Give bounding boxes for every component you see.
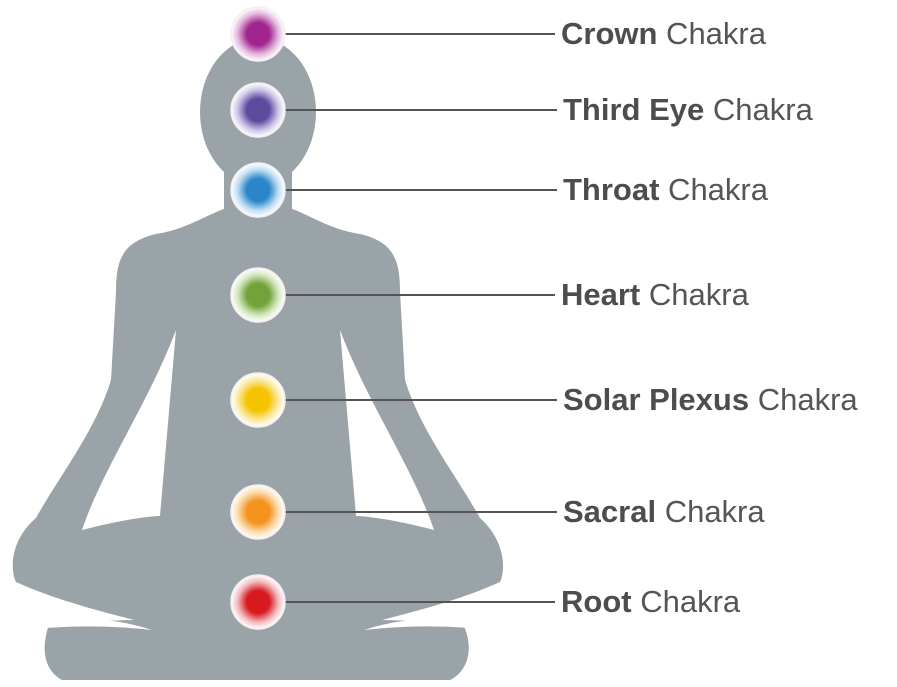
chakra-label-solar-plexus: Solar Plexus Chakra bbox=[563, 382, 858, 418]
chakra-markers bbox=[230, 6, 557, 630]
chakra-name: Throat bbox=[563, 172, 660, 207]
chakra-suffix: Chakra bbox=[659, 172, 768, 207]
chakra-name: Third Eye bbox=[563, 92, 705, 127]
chakra-dot-crown bbox=[230, 6, 286, 62]
chakra-suffix: Chakra bbox=[656, 494, 765, 529]
left-foot-gap bbox=[46, 618, 152, 630]
chakra-label-root: Root Chakra bbox=[561, 584, 740, 620]
torso-legs-silhouette bbox=[12, 200, 504, 680]
chakra-dot-sacral bbox=[230, 484, 286, 540]
chakra-suffix: Chakra bbox=[640, 277, 749, 312]
chakra-label-third-eye: Third Eye Chakra bbox=[563, 92, 813, 128]
chakra-label-throat: Throat Chakra bbox=[563, 172, 768, 208]
chakra-name: Root bbox=[561, 584, 632, 619]
right-foot-gap bbox=[364, 618, 470, 630]
left-arm-gap bbox=[82, 330, 176, 530]
chakra-label-sacral: Sacral Chakra bbox=[563, 494, 765, 530]
right-arm-gap bbox=[340, 330, 434, 530]
chakra-suffix: Chakra bbox=[704, 92, 813, 127]
body-silhouette bbox=[12, 38, 504, 680]
chakra-name: Heart bbox=[561, 277, 641, 312]
chakra-dot-root bbox=[230, 574, 286, 630]
chakra-dot-solar-plexus bbox=[230, 372, 286, 428]
chakra-name: Solar Plexus bbox=[563, 382, 750, 417]
chakra-dot-heart bbox=[230, 267, 286, 323]
chakra-label-heart: Heart Chakra bbox=[561, 277, 749, 313]
chakra-dot-third-eye bbox=[230, 82, 286, 138]
chakra-dot-throat bbox=[230, 162, 286, 218]
silhouette-gaps bbox=[46, 330, 470, 630]
chakra-label-crown: Crown Chakra bbox=[561, 16, 766, 52]
chakra-suffix: Chakra bbox=[749, 382, 858, 417]
chakra-name: Crown bbox=[561, 16, 658, 51]
chakra-name: Sacral bbox=[563, 494, 657, 529]
chakra-suffix: Chakra bbox=[657, 16, 766, 51]
chakra-suffix: Chakra bbox=[631, 584, 741, 619]
